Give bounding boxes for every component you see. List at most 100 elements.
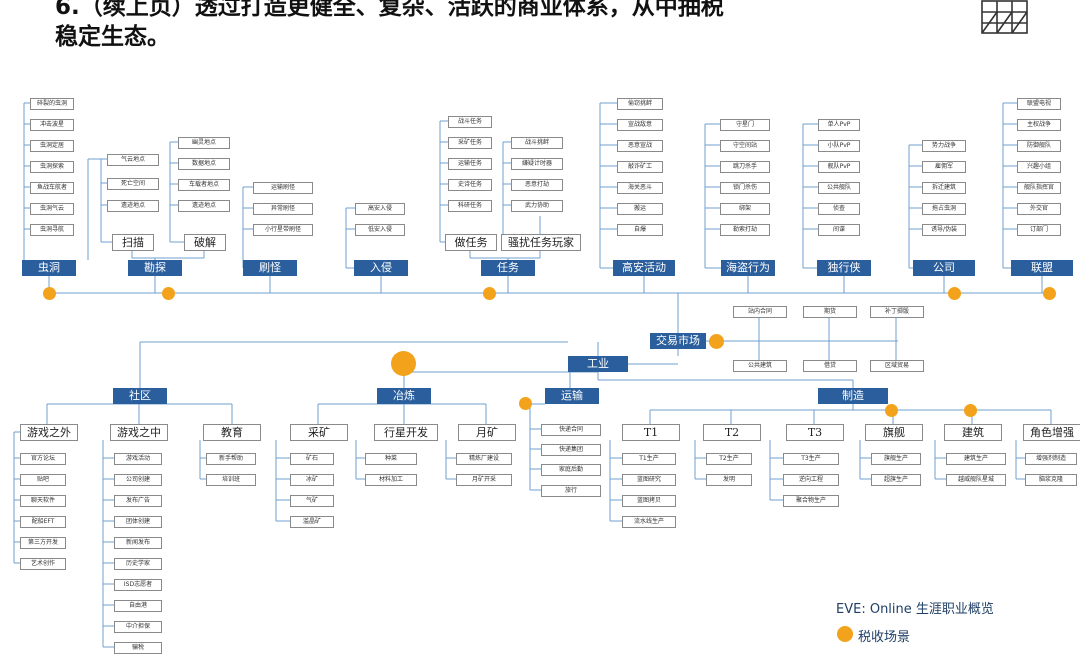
wormhole-item: 虫洞探索 [30, 161, 74, 173]
category-community: 社区 [113, 388, 167, 404]
category-industry: 工业 [568, 356, 628, 372]
subcategory-moon-mining: 月矿 [458, 424, 516, 441]
inside-item: 新闻发布 [114, 537, 162, 549]
title-line-1: 6.（续上页）透过打造更健全、复杂、活跃的商业体系，从中抽税 [55, 0, 724, 20]
ratting-item: 运输刷怪 [253, 182, 313, 194]
do-mission-item: 战斗任务 [448, 116, 492, 128]
category-manufacturing: 制造 [818, 388, 888, 404]
category-alliance: 联盟 [1011, 260, 1073, 276]
subcategory-building: 建筑 [944, 424, 1002, 441]
market-item: 站内合同 [733, 306, 787, 318]
subcategory-planet-dev: 行星开发 [374, 424, 438, 441]
legend-tax-label: 税收场景 [858, 630, 911, 645]
corp-item: 势力战争 [922, 140, 966, 152]
alliance-item: 防御舰队 [1017, 140, 1061, 152]
wormhole-item: 虫洞气云 [30, 203, 74, 215]
category-transport: 运输 [545, 388, 599, 404]
scan-item: 气云地点 [107, 154, 159, 166]
tax-marker [162, 287, 175, 300]
subcategory-augment: 角色增强 [1023, 424, 1080, 441]
subcategory-flagship: 旗舰 [865, 424, 923, 441]
category-corp: 公司 [913, 260, 975, 276]
inside-item: 发布广告 [114, 495, 162, 507]
pirate-item: 绑架 [720, 203, 770, 215]
t2-item: 发明 [706, 474, 752, 486]
ratting-item: 异常刷怪 [253, 203, 313, 215]
t3-item: 聚合物生产 [783, 495, 839, 507]
highsec-item: 偷窃挑衅 [617, 98, 663, 110]
market-item: 补丁掷骰 [870, 306, 924, 318]
solo-item: 单人PvP [818, 119, 860, 131]
subcategory-hack: 破解 [184, 234, 226, 251]
t1-item: 蓝图拷贝 [622, 495, 676, 507]
ratting-item: 小行星带刷怪 [253, 224, 313, 236]
do-mission-item: 采矿任务 [448, 137, 492, 149]
hack-item: 遗迹地点 [178, 200, 230, 212]
outside-item: 配船EFT [20, 516, 66, 528]
pirate-item: 锁门杀伤 [720, 182, 770, 194]
inside-item: 自由港 [114, 600, 162, 612]
category-pirate: 海盗行为 [721, 260, 775, 276]
inside-item: 骗税 [114, 642, 162, 654]
alliance-item: 主权战争 [1017, 119, 1061, 131]
category-solo: 独行侠 [817, 260, 871, 276]
outside-item: 艺术创作 [20, 558, 66, 570]
solo-item: 侦查 [818, 203, 860, 215]
t1-item: 流水线生产 [622, 516, 676, 528]
category-exploration: 勘探 [128, 260, 182, 276]
subcategory-outside-game: 游戏之外 [20, 424, 78, 441]
page-title: 6.（续上页）透过打造更健全、复杂、活跃的商业体系，从中抽税 稳定生态。 [55, 0, 724, 52]
hack-item: 车载者地点 [178, 179, 230, 191]
augment-item: 增强剂制造 [1025, 453, 1077, 465]
hack-item: 数据地点 [178, 158, 230, 170]
corp-item: 拖占虫洞 [922, 203, 966, 215]
wormhole-item: 鱼战车航者 [30, 182, 74, 194]
transport-item: 家庭后勤 [541, 464, 601, 476]
t3-item: 逆向工程 [783, 474, 839, 486]
mining-item: 滥晶矿 [290, 516, 334, 528]
building-item: 建筑生产 [946, 453, 1006, 465]
t2-item: T2生产 [706, 453, 752, 465]
solo-item: 公共舰队 [818, 182, 860, 194]
tax-marker [885, 404, 898, 417]
category-missions: 任务 [481, 260, 535, 276]
inside-item: 游戏活动 [114, 453, 162, 465]
inside-item: 公司创建 [114, 474, 162, 486]
tax-marker [43, 287, 56, 300]
wormhole-item: 碎裂的虫洞 [30, 98, 74, 110]
tax-marker [519, 397, 532, 410]
mining-item: 冰矿 [290, 474, 334, 486]
planet-item: 种菜 [365, 453, 417, 465]
outside-item: 官方论坛 [20, 453, 66, 465]
market-item: 期货 [803, 306, 857, 318]
tax-marker [391, 351, 416, 376]
augment-item: 脑浆克隆 [1025, 474, 1077, 486]
harass-item: 嫌疑计时器 [511, 158, 563, 170]
pirate-item: 跳刀杀手 [720, 161, 770, 173]
inside-item: 历史学家 [114, 558, 162, 570]
do-mission-item: 科研任务 [448, 200, 492, 212]
subcategory-do-missions: 做任务 [445, 234, 497, 251]
alliance-item: 外交官 [1017, 203, 1061, 215]
inside-item: 团体创建 [114, 516, 162, 528]
corp-item: 拆迁建筑 [922, 182, 966, 194]
corp-item: 诱导/伪装 [922, 224, 966, 236]
alliance-item: 订部门 [1017, 224, 1061, 236]
harass-item: 恶意打劫 [511, 179, 563, 191]
category-ratting: 刷怪 [243, 260, 297, 276]
mining-item: 矿石 [290, 453, 334, 465]
t1-item: 蓝图研究 [622, 474, 676, 486]
highsec-item: 自爆 [617, 224, 663, 236]
transport-item: 旅行 [541, 485, 601, 497]
tax-marker [964, 404, 977, 417]
category-highsec: 高安活动 [613, 260, 675, 276]
category-invasion: 入侵 [354, 260, 408, 276]
solo-item: 间谍 [818, 224, 860, 236]
invasion-item: 高安入侵 [355, 203, 405, 215]
harass-item: 武力协助 [511, 200, 563, 212]
market-item: 区域贸易 [870, 360, 924, 372]
inside-item: ISD志愿者 [114, 579, 162, 591]
planet-item: 材料加工 [365, 474, 417, 486]
subcategory-education: 教育 [203, 424, 261, 441]
